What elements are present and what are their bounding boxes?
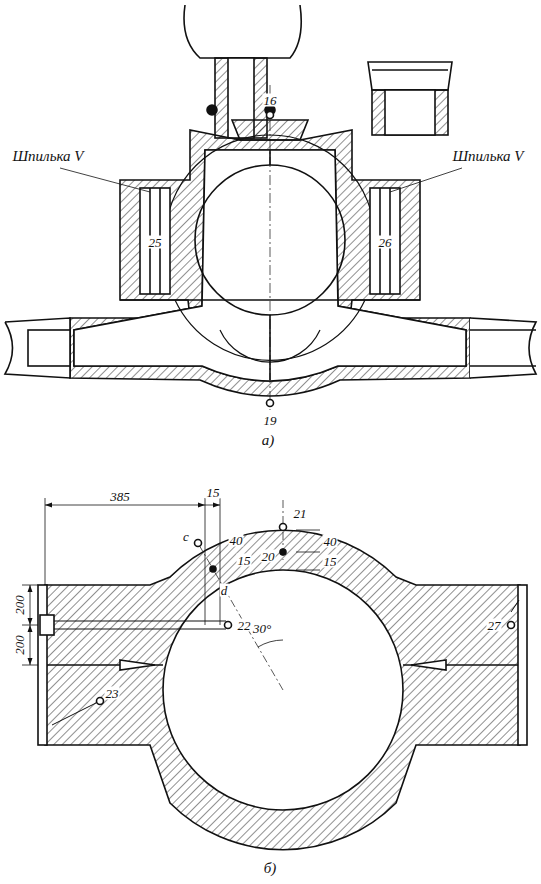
callout-number: 23 bbox=[105, 687, 120, 700]
dimension: 15 bbox=[237, 554, 252, 567]
dimension: 15 bbox=[206, 486, 221, 499]
angle-dimension: 30° bbox=[252, 622, 272, 635]
dimension: 200 bbox=[13, 634, 26, 656]
point-letter: c bbox=[182, 530, 190, 543]
callout-number: 21 bbox=[293, 507, 308, 520]
callout-number: 27 bbox=[487, 619, 502, 632]
part-name: Шпилька V bbox=[451, 149, 524, 164]
callout-number: 25 bbox=[148, 236, 163, 249]
view-label: а) bbox=[261, 433, 276, 448]
callout-number: 20 bbox=[261, 550, 276, 563]
view-label: б) bbox=[263, 861, 278, 876]
dimension: 15 bbox=[323, 555, 338, 568]
callout-number: 19 bbox=[263, 414, 278, 427]
callout-number: 16 bbox=[263, 94, 278, 107]
dimension: 40 bbox=[229, 534, 244, 547]
point-letter: d bbox=[220, 584, 229, 597]
dimension: 200 bbox=[13, 594, 26, 616]
callout-number: 22 bbox=[237, 619, 252, 632]
callout-number: 26 bbox=[378, 236, 393, 249]
part-name: Шпилька V bbox=[11, 149, 84, 164]
dimension: 385 bbox=[109, 490, 131, 503]
dimension: 40 bbox=[323, 535, 338, 548]
